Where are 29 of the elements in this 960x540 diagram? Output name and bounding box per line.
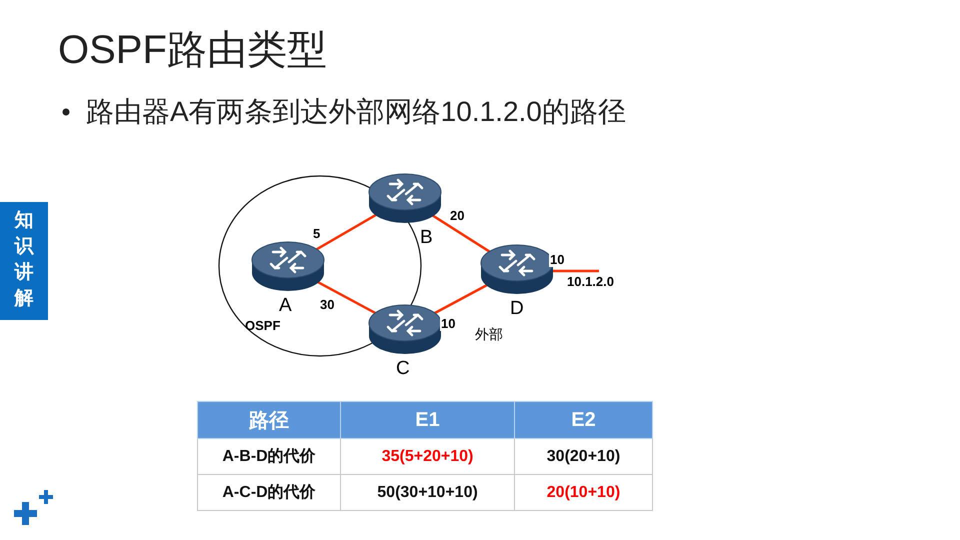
edge-label: 10 [440, 316, 456, 331]
link-line [432, 283, 490, 315]
link-line [430, 214, 492, 254]
edge-label: 10 [549, 252, 566, 267]
side-tab: 知识讲解 [0, 202, 48, 320]
table-cell: A-C-D的代价 [198, 474, 341, 510]
bullet-text: 路由器A有两条到达外部网络10.1.2.0的路径 [86, 95, 626, 129]
link-line [552, 270, 599, 272]
area-note: 外部 [475, 326, 503, 344]
router-label: C [396, 359, 410, 379]
router-label: A [279, 296, 292, 316]
table-cell: 30(20+10) [514, 438, 652, 474]
edge-label: 5 [312, 226, 322, 241]
router-label: B [420, 228, 433, 248]
table-cell: A-B-D的代价 [198, 438, 341, 474]
header-cell: E2 [514, 402, 652, 438]
header-cell: 路径 [198, 402, 341, 438]
link-line [314, 212, 378, 252]
link-line [316, 280, 378, 315]
edge-label: 20 [449, 208, 466, 223]
router-label: D [510, 299, 524, 319]
header-cell: E1 [340, 402, 514, 438]
table-cell: 20(10+10) [514, 474, 652, 510]
table-cell: 35(5+20+10) [340, 438, 514, 474]
edge-label: 30 [319, 297, 336, 312]
area-label: OSPF [245, 318, 280, 333]
title: OSPF路由类型 [58, 27, 327, 74]
table-cell: 50(30+10+10) [340, 474, 514, 510]
network-label: 10.1.2.0 [567, 274, 614, 289]
